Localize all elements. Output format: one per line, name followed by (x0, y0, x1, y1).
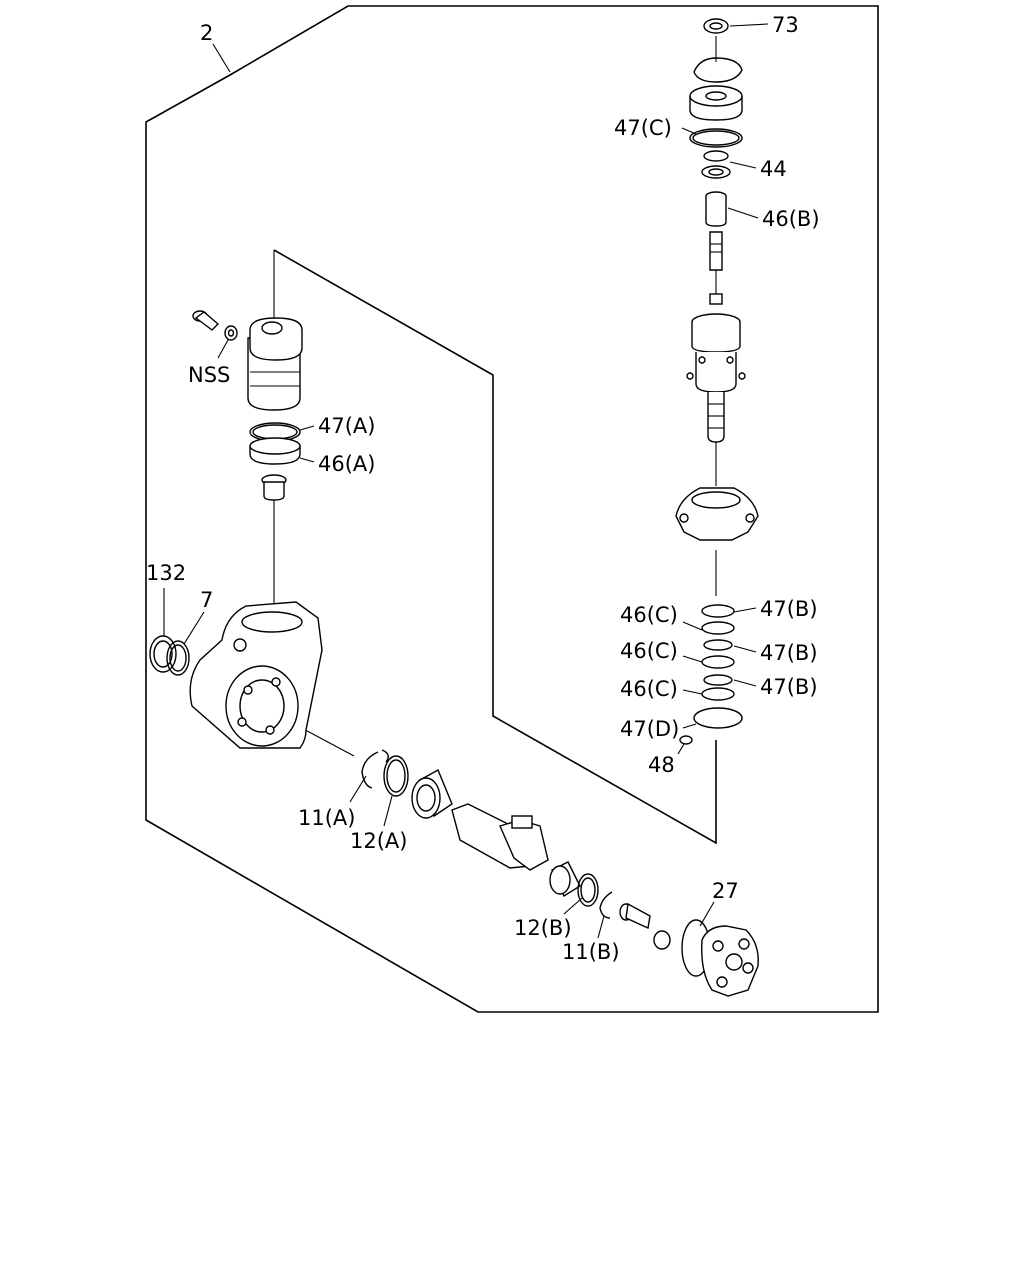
callout-11a: 11(A) (298, 806, 355, 830)
bolt-part (192, 310, 220, 331)
ring-7 (166, 640, 190, 676)
gear-housing-part (189, 601, 323, 749)
valve-housing-part (247, 317, 303, 411)
callout-47a: 47(A) (318, 414, 375, 438)
side-cover-part (701, 925, 759, 997)
o-ring-47c (689, 128, 743, 148)
callout-47b-2: 47(B) (760, 641, 818, 665)
bearing-part (411, 769, 453, 819)
callout-labels: 2 73 47(C) 44 46(B) NSS 47(A) 46(A) 132 … (146, 13, 820, 964)
callout-12a: 12(A) (350, 829, 407, 853)
bearing-lower-part (549, 861, 581, 898)
gasket-top (693, 57, 743, 83)
callout-46c-2: 46(C) (620, 639, 678, 663)
input-shaft-part (709, 231, 723, 305)
callout-73: 73 (772, 13, 799, 37)
callout-27: 27 (712, 879, 739, 903)
seal-46b (705, 191, 727, 227)
sector-shaft-part (451, 803, 549, 871)
kit-boundary (145, 5, 879, 1013)
callout-48: 48 (648, 753, 675, 777)
valve-body-part (675, 487, 759, 541)
rotary-valve-part (686, 313, 746, 443)
callout-7: 7 (200, 588, 213, 612)
adjust-screw-part (619, 902, 671, 950)
valve-stem-part (261, 474, 287, 501)
callout-46c-3: 46(C) (620, 677, 678, 701)
seal-12b (577, 873, 599, 907)
leader-lines (163, 23, 769, 939)
callout-47d: 47(D) (620, 717, 679, 741)
callout-12b: 12(B) (514, 916, 572, 940)
callout-47b-1: 47(B) (760, 597, 818, 621)
callout-132: 132 (146, 561, 186, 585)
seal-12a (383, 755, 409, 797)
bearing-44 (701, 150, 731, 179)
dust-seal-73 (703, 18, 729, 34)
callout-46a: 46(A) (318, 452, 375, 476)
callout-44: 44 (760, 157, 787, 181)
small-seal-48 (679, 735, 693, 745)
washer-part (224, 325, 238, 341)
seal-stack-46c-47b (693, 604, 743, 729)
cap-part (689, 85, 743, 121)
seal-ring-46a (249, 437, 301, 465)
callout-46b: 46(B) (762, 207, 820, 231)
callout-46c-1: 46(C) (620, 603, 678, 627)
callout-nss: NSS (188, 363, 230, 387)
subassembly-boundary (273, 249, 717, 845)
callout-47c: 47(C) (614, 116, 672, 140)
callout-11b: 11(B) (562, 940, 620, 964)
callout-2: 2 (200, 21, 213, 45)
snap-ring-11a (361, 749, 389, 789)
snap-ring-11b (599, 891, 613, 919)
callout-47b-3: 47(B) (760, 675, 818, 699)
